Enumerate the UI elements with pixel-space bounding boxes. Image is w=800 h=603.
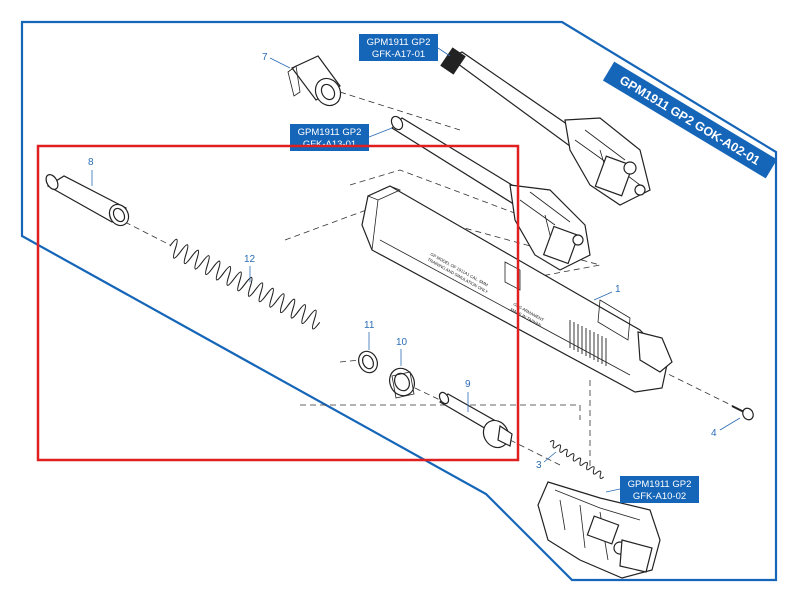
tag-barrel-line1: GPM1911 GP2 [367,37,431,48]
tag-hammer-line1: GPM1911 GP2 [628,479,692,490]
slide: GP MODEL OF 1911A1 CAL. 6MM TRAINING AND… [361,185,673,393]
part-4-screw [731,405,754,421]
tag-guide-line2: GFK-A13-01 [303,139,356,150]
tag-guide-line1: GPM1911 GP2 [298,127,362,138]
inner-barrel [390,115,591,271]
tag-hammer: GPM1911 GP2 GFK-A10-02 [605,476,699,503]
part-number-4: 4 [711,428,717,439]
hammer-housing [537,481,661,579]
part-number-8: 8 [88,157,94,168]
part-number-7: 7 [262,52,268,63]
tag-barrel-line2: GFK-A17-01 [372,49,425,60]
part-number-1: 1 [615,284,621,295]
highlight-box [36,144,520,462]
part-3-spring [549,440,605,479]
part-number-12: 12 [244,254,256,265]
part-8-recoil-plug [45,174,130,227]
outer-barrel [440,47,651,206]
assembly-outline [20,20,778,582]
tag-hammer-line2: GFK-A10-02 [633,491,686,502]
part-9-guide-rod [438,391,513,449]
part-number-3: 3 [536,460,542,471]
part-12-recoil-spring [169,238,321,330]
alignment-lines [124,91,746,470]
tag-barrel: GPM1911 GP2 GFK-A17-01 [359,34,451,61]
part-10-buffer [389,367,415,399]
part-number-callouts: 1 3 4 7 8 9 10 11 12 [88,52,741,471]
part-number-10: 10 [396,337,408,348]
part-7-bushing [287,55,342,107]
part-number-9: 9 [465,379,471,390]
part-number-11: 11 [364,320,375,331]
part-11-washer [358,350,378,374]
